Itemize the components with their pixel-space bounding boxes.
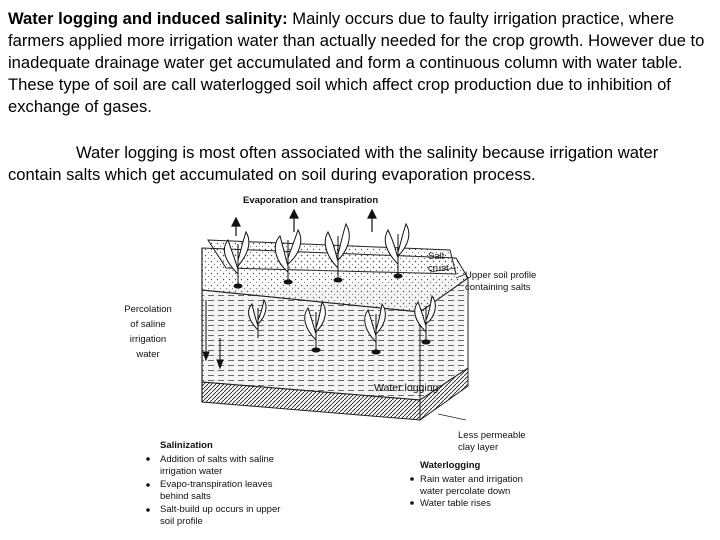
salinization-legend: Salinization Addition of salts with sali…	[146, 440, 280, 527]
svg-text:Rain water and irrigation: Rain water and irrigation	[420, 474, 523, 485]
clay-layer-label: Less permeable clay layer	[458, 430, 526, 453]
waterlogging-diagram: Evaporation and transpiration Salt crust…	[124, 195, 536, 527]
svg-text:irrigation water: irrigation water	[160, 466, 222, 477]
svg-text:soil profile: soil profile	[160, 516, 203, 527]
percolation-arrows	[202, 300, 224, 370]
svg-text:Salt: Salt	[428, 251, 445, 262]
paragraph-body: Mainly occurs due to faulty irrigation p…	[8, 9, 705, 116]
svg-text:water percolate down: water percolate down	[419, 486, 510, 497]
paragraph-waterlogging: Water logging and induced salinity: Main…	[8, 8, 714, 118]
salt-crust-label: Salt crust	[428, 251, 449, 274]
svg-text:behind salts: behind salts	[160, 491, 211, 502]
waterlogging-legend: Waterlogging Rain water and irrigation w…	[410, 460, 523, 509]
evaporation-label: Evaporation and transpiration	[243, 195, 378, 206]
waterlogging-title: Waterlogging	[420, 460, 481, 471]
percolation-label: Percolation of saline irrigation water	[124, 304, 172, 360]
svg-text:Less permeable: Less permeable	[458, 430, 526, 441]
paragraph-salinity: Water logging is most often associated w…	[8, 142, 714, 186]
svg-text:Addition of salts with saline: Addition of salts with saline	[160, 454, 274, 465]
svg-text:water: water	[135, 349, 159, 360]
svg-text:Upper soil profile: Upper soil profile	[465, 270, 536, 281]
svg-text:Water table rises: Water table rises	[420, 498, 491, 509]
svg-text:irrigation: irrigation	[130, 334, 166, 345]
svg-text:Percolation: Percolation	[124, 304, 172, 315]
crop-plants	[223, 222, 436, 355]
water-logging-label: Water logging	[374, 382, 439, 394]
salinization-title: Salinization	[160, 440, 213, 451]
svg-text:clay layer: clay layer	[458, 442, 498, 453]
svg-text:Salt-build up occurs in upper: Salt-build up occurs in upper	[160, 504, 280, 515]
svg-text:containing salts: containing salts	[465, 282, 531, 293]
svg-text:of saline: of saline	[130, 319, 165, 330]
paragraph-body: Water logging is most often associated w…	[8, 143, 659, 184]
svg-text:crust: crust	[428, 263, 449, 274]
upper-soil-profile-label: Upper soil profile containing salts	[465, 270, 536, 293]
paragraph-heading: Water logging and induced salinity:	[8, 9, 288, 28]
evaporation-arrows	[231, 208, 377, 236]
svg-text:Evapo-transpiration leaves: Evapo-transpiration leaves	[160, 479, 273, 490]
